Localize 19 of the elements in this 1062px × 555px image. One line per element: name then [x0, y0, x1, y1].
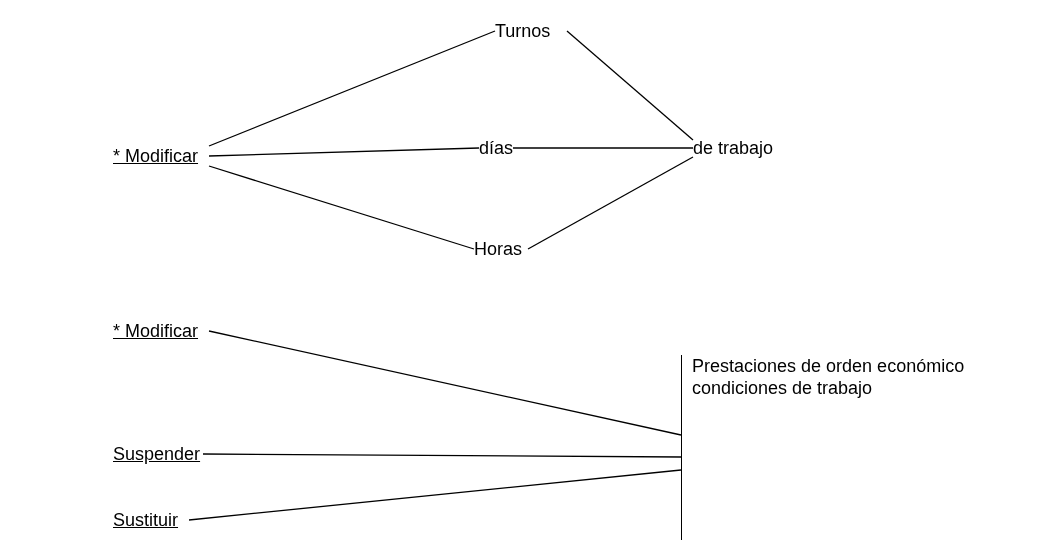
term-text: Turnos — [495, 18, 567, 44]
term-text: Suspender — [113, 441, 203, 467]
term-text: * Modificar — [113, 143, 209, 169]
term-text: * Modificar — [113, 318, 209, 344]
term-text: días — [479, 135, 513, 161]
term-text: Sustituir — [113, 507, 189, 533]
connector-line — [208, 30, 496, 147]
connector-line — [188, 469, 682, 521]
connector-line — [527, 156, 694, 250]
connector-line — [208, 165, 475, 250]
connector-line — [566, 30, 694, 141]
term-text: Horas — [474, 236, 528, 262]
connector-line — [202, 453, 682, 458]
term-text: condiciones de trabajo — [691, 377, 874, 399]
term-text: Prestaciones de orden económico — [691, 355, 966, 377]
connector-line — [208, 147, 480, 157]
connector-line — [208, 330, 682, 436]
connector-line — [512, 147, 694, 149]
term-text: de trabajo — [693, 135, 789, 161]
